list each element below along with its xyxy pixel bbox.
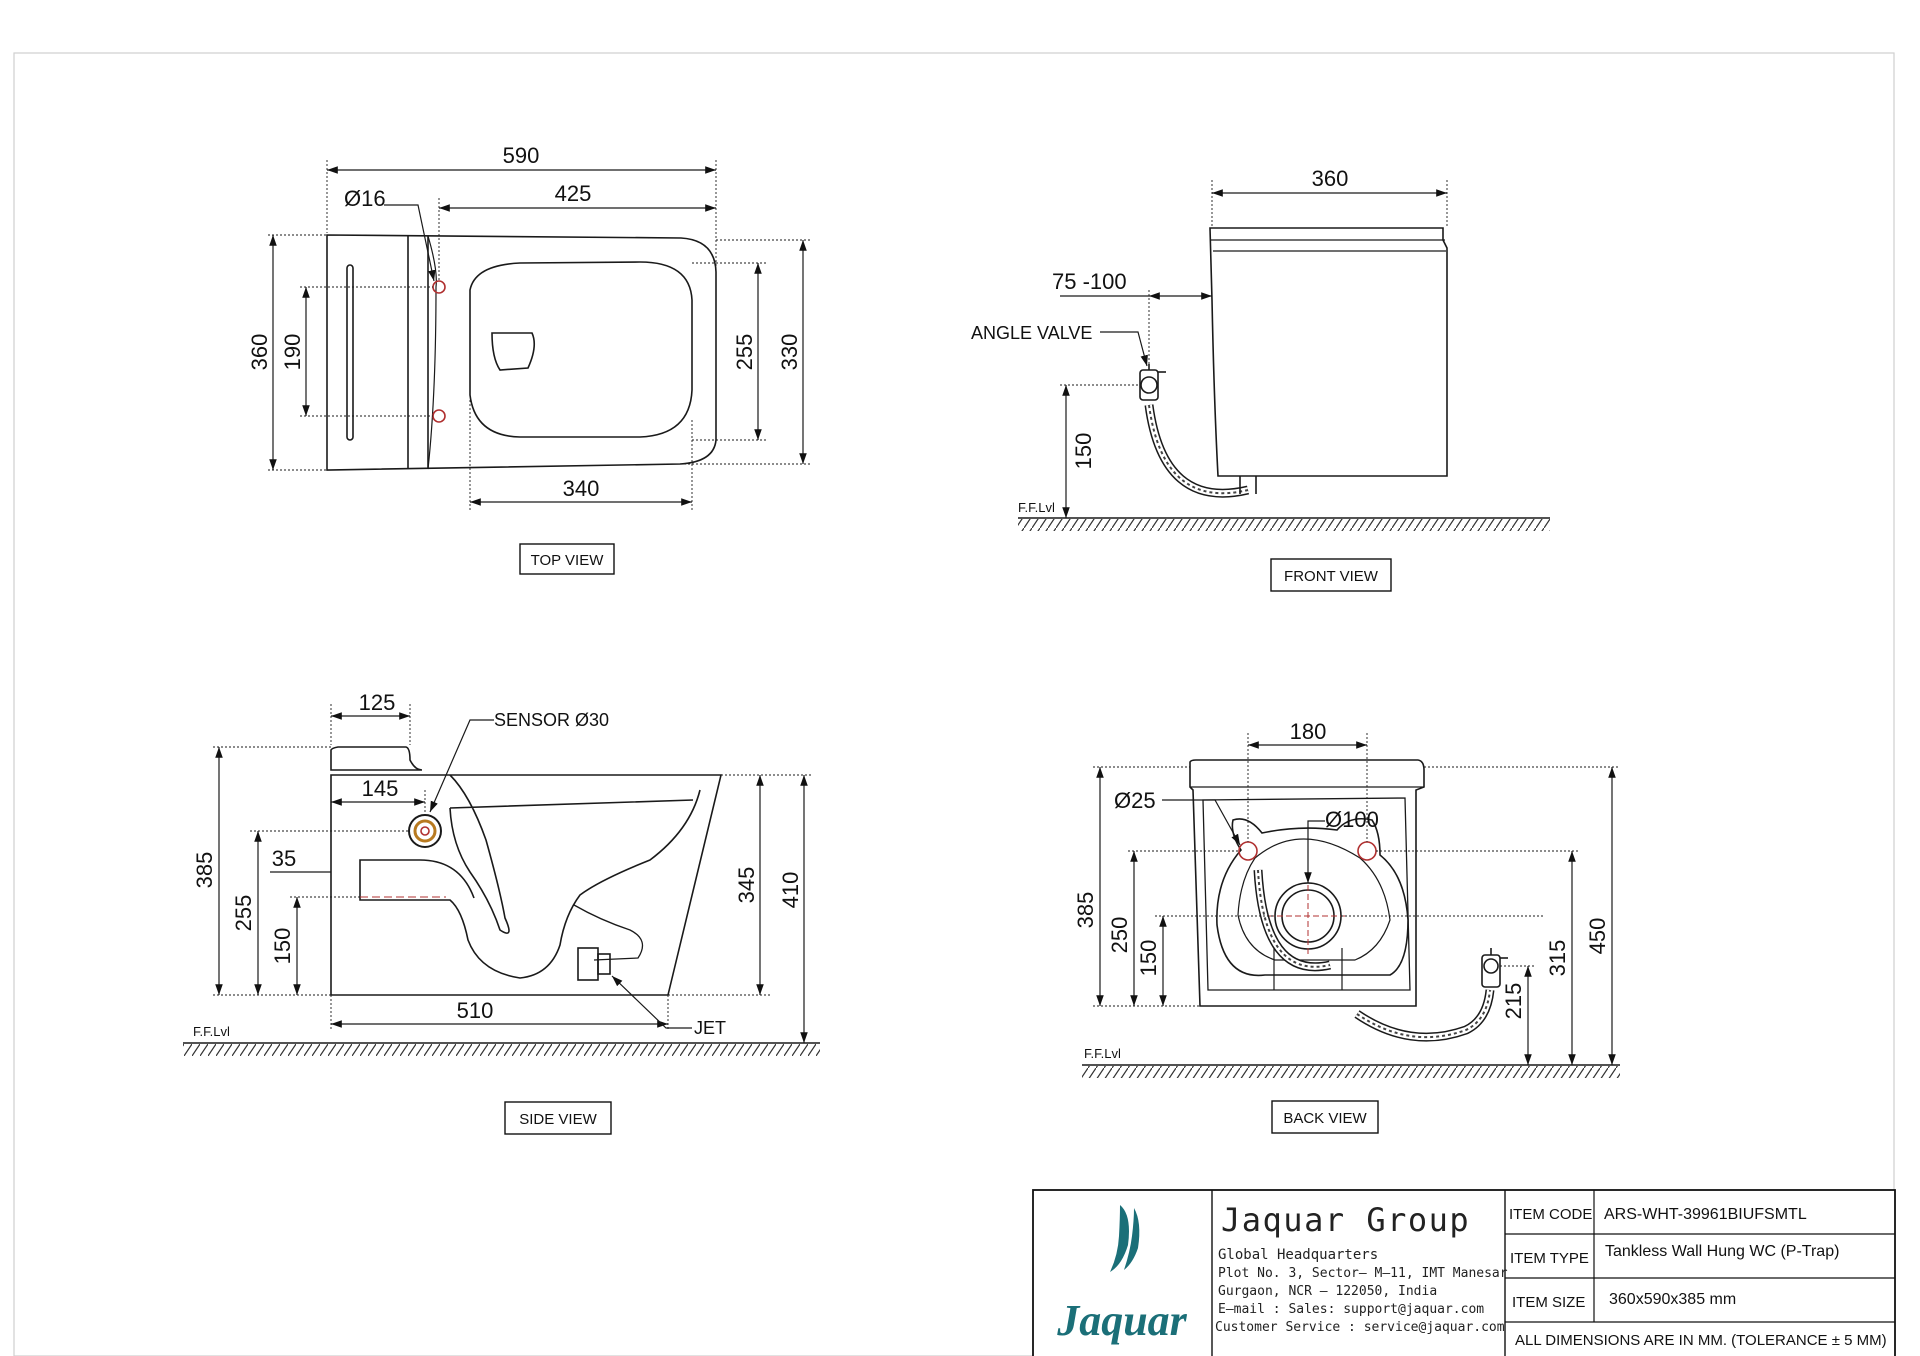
sensor-label: SENSOR Ø30	[494, 710, 609, 730]
address-line-3: Gurgaon, NCR – 122050, India	[1218, 1284, 1437, 1299]
back-view-label-box: BACK VIEW	[1271, 1100, 1379, 1134]
floor-level-label: F.F.Lvl	[1084, 1046, 1121, 1061]
dim-overall-width: 360	[247, 334, 272, 371]
logo-mark	[1110, 1205, 1129, 1272]
item-code-value: ARS-WHT-39961BIUFSMTL	[1604, 1206, 1807, 1223]
back-view-labels: 180 Ø25 Ø100 385 250 150 215 315 450 F.F…	[1073, 719, 1610, 1061]
front-view	[1018, 180, 1550, 531]
dim-rim-width: 330	[777, 334, 802, 371]
dim-side-height: 385	[192, 852, 217, 889]
company-name: Jaquar Group	[1221, 1201, 1470, 1239]
dim-height-315: 315	[1545, 940, 1570, 977]
back-view-body	[1189, 759, 1425, 1007]
dim-back-outlet-height: 150	[1136, 940, 1161, 977]
back-view-label: BACK VIEW	[1283, 1110, 1367, 1127]
item-type-value: Tankless Wall Hung WC (P-Trap)	[1605, 1243, 1839, 1260]
side-view-body	[330, 774, 723, 996]
logo-wordmark: Jaquar	[1056, 1296, 1187, 1345]
dim-back-height: 385	[1073, 892, 1098, 929]
side-view-labels: 125 SENSOR Ø30 145 35 385 255 150 345 41…	[192, 690, 803, 1039]
top-view-dimension-labels: 590 425 Ø16 360 190 255 330 340	[247, 143, 802, 501]
dim-outlet-diameter: Ø100	[1325, 807, 1379, 832]
dim-tank-depth: 125	[359, 690, 396, 715]
angle-valve	[1139, 369, 1159, 401]
top-view	[268, 160, 810, 510]
dim-front-width: 360	[1312, 166, 1349, 191]
bolt-hole	[1238, 841, 1258, 861]
side-view-tank-cap	[330, 746, 423, 771]
mounting-hole	[432, 280, 446, 294]
dim-bowl-height: 345	[734, 867, 759, 904]
address-line-5: Customer Service : service@jaquar.com	[1215, 1320, 1505, 1335]
address-line-2: Plot No. 3, Sector– M–11, IMT Manesar	[1218, 1266, 1508, 1281]
jet-fitting	[577, 947, 599, 981]
item-code-label: ITEM CODE	[1509, 1206, 1592, 1223]
front-view-body	[1209, 227, 1448, 477]
dim-overall-length: 590	[503, 143, 540, 168]
floor-level-label: F.F.Lvl	[1018, 500, 1055, 515]
top-view-label: TOP VIEW	[531, 552, 605, 569]
item-type-label: ITEM TYPE	[1510, 1250, 1589, 1267]
jet-label: JET	[694, 1018, 726, 1038]
floor-level-label: F.F.Lvl	[193, 1024, 230, 1039]
front-view-label: FRONT VIEW	[1284, 568, 1379, 585]
dim-back-total-height: 450	[1585, 918, 1610, 955]
dim-valve-height-215: 215	[1501, 983, 1526, 1020]
dim-seat-length: 425	[555, 181, 592, 206]
dim-bolt-diameter: Ø25	[1114, 788, 1156, 813]
front-view-label-box: FRONT VIEW	[1270, 558, 1392, 592]
back-view	[1082, 733, 1620, 1078]
item-size-value: 360x590x385 mm	[1609, 1291, 1736, 1308]
jaquar-logo: Jaquar	[1056, 1205, 1188, 1345]
bolt-hole	[1357, 841, 1377, 861]
item-size-label: ITEM SIZE	[1512, 1294, 1585, 1311]
dim-hole-spacing: 190	[280, 334, 305, 371]
sheet-border	[13, 52, 1895, 1356]
dim-sensor-offset: 145	[362, 776, 399, 801]
side-view-label-box: SIDE VIEW	[504, 1101, 612, 1135]
dim-opening-length: 340	[563, 476, 600, 501]
dim-seat-width: 255	[732, 334, 757, 371]
dim-hole-diameter: Ø16	[344, 186, 386, 211]
mounting-hole	[432, 409, 446, 423]
dim-bolt-spacing: 180	[1290, 719, 1327, 744]
dim-valve-offset: 75 -100	[1052, 269, 1127, 294]
address-line-1: Global Headquarters	[1218, 1247, 1378, 1263]
side-view	[183, 704, 820, 1056]
title-block: Jaquar Jaquar Group Global Headquarters …	[1032, 1189, 1896, 1356]
address-line-4: E–mail : Sales: support@jaquar.com	[1218, 1302, 1484, 1317]
side-view-label: SIDE VIEW	[519, 1111, 597, 1128]
dim-pipe-diameter: 35	[272, 846, 296, 871]
flex-hose	[1144, 404, 1250, 498]
dim-outlet-height: 150	[270, 928, 295, 965]
bowl-back-outline	[1216, 817, 1409, 977]
angle-valve-label: ANGLE VALVE	[971, 323, 1092, 343]
dim-sensor-height: 255	[231, 895, 256, 932]
front-view-labels: 360 75 -100 ANGLE VALVE 150 F.F.Lvl	[971, 166, 1348, 515]
dim-side-length: 510	[457, 998, 494, 1023]
dimensions-note: ALL DIMENSIONS ARE IN MM. (TOLERANCE ± 5…	[1515, 1332, 1887, 1349]
top-view-label-box: TOP VIEW	[519, 543, 615, 575]
dim-valve-height: 150	[1071, 433, 1096, 470]
dim-total-height: 410	[778, 872, 803, 909]
bowl-profile	[359, 774, 701, 979]
seat-opening	[469, 261, 693, 438]
dim-bolt-height: 250	[1107, 917, 1132, 954]
